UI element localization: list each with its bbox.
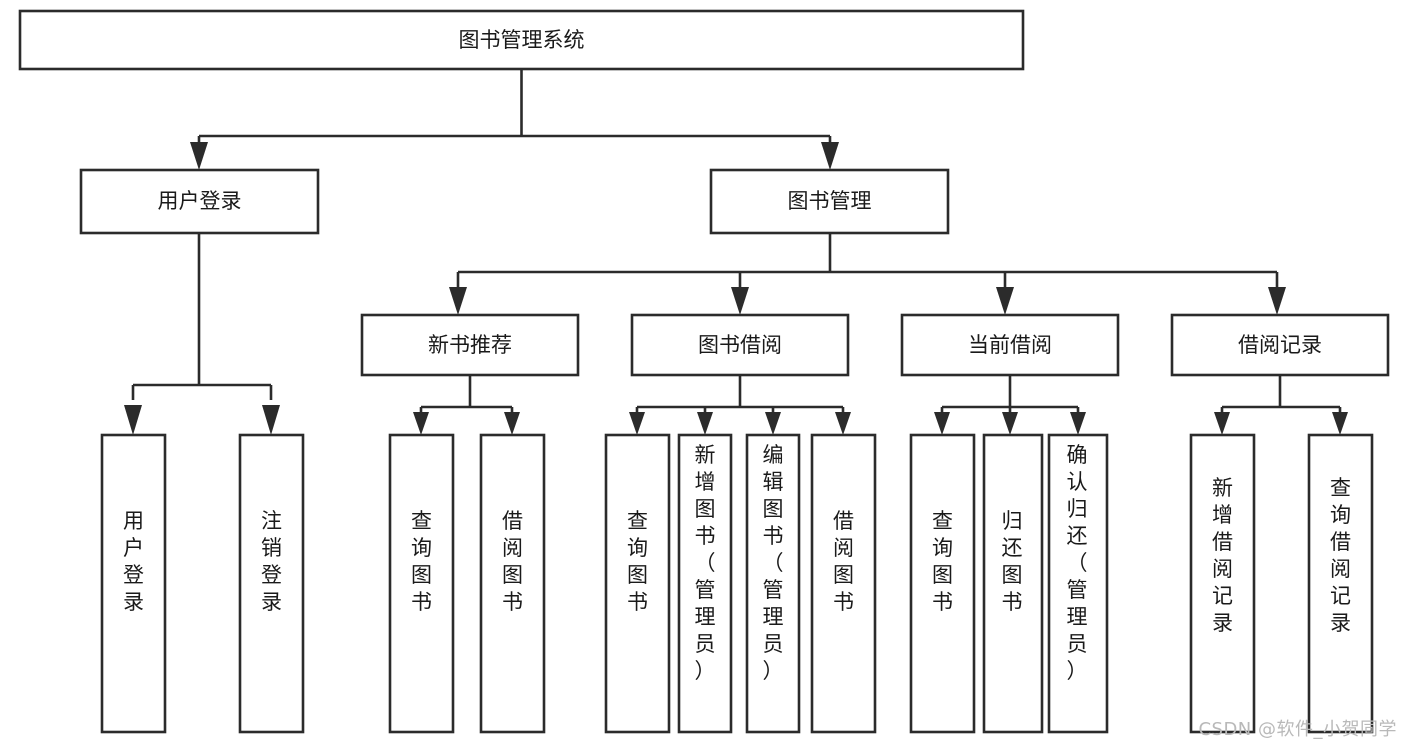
node-leaf-add-book-label: 新增图书（管理员） [695, 443, 716, 683]
node-leaf-user-logout[interactable]: 注销登录 [238, 433, 305, 734]
node-borrow-record[interactable]: 借阅记录 [1170, 313, 1390, 377]
node-root[interactable]: 图书管理系统 [18, 9, 1025, 71]
node-new-book-rec-box[interactable] [360, 313, 580, 377]
node-root-box[interactable] [18, 9, 1025, 71]
node-leaf-add-book-box[interactable] [677, 433, 733, 734]
edge-group-current-borrow [934, 375, 1086, 435]
edge-group-new-book-rec [413, 375, 520, 435]
arrowhead-leaf-user-logout [262, 405, 280, 435]
node-leaf-add-book[interactable]: 新增图书（管理员） [677, 433, 733, 734]
node-leaf-user-logout-label: 注销登录 [261, 509, 282, 614]
node-leaf-query-book-2[interactable]: 查询图书 [604, 433, 671, 734]
node-current-borrow-box[interactable] [900, 313, 1120, 377]
edge-group-user-login [124, 233, 280, 435]
node-leaf-user-login-label: 用户登录 [123, 509, 144, 614]
node-leaf-return-book-label: 归还图书 [1002, 509, 1023, 614]
node-borrow-record-box[interactable] [1170, 313, 1390, 377]
node-new-book-rec-label: 新书推荐 [428, 333, 512, 357]
node-book-borrow-box[interactable] [630, 313, 850, 377]
node-current-borrow-label: 当前借阅 [968, 333, 1052, 357]
arrowhead-leaf-borrow-book-2 [835, 412, 851, 435]
node-leaf-edit-book-label: 编辑图书（管理员） [763, 443, 784, 683]
arrowhead-leaf-query-book-2 [629, 412, 645, 435]
arrowhead-borrow-record [1268, 287, 1286, 315]
node-leaf-user-login-box[interactable] [100, 433, 167, 734]
arrowhead-leaf-query-book-3 [934, 412, 950, 435]
arrowhead-leaf-add-record [1214, 412, 1230, 435]
node-book-manage[interactable]: 图书管理 [709, 168, 950, 235]
arrowhead-new-book-rec [449, 287, 467, 315]
node-leaf-add-record-box[interactable] [1189, 433, 1256, 734]
node-leaf-user-login[interactable]: 用户登录 [100, 433, 167, 734]
node-leaf-confirm-return-box[interactable] [1047, 433, 1109, 734]
arrowhead-leaf-borrow-book-1 [504, 412, 520, 435]
node-leaf-borrow-book-1[interactable]: 借阅图书 [479, 433, 546, 734]
edge-group-borrow-record [1214, 375, 1348, 435]
node-leaf-edit-book[interactable]: 编辑图书（管理员） [745, 433, 801, 734]
arrowhead-leaf-add-book [697, 412, 713, 435]
node-leaf-query-book-3[interactable]: 查询图书 [909, 433, 976, 734]
node-leaf-query-book-2-label: 查询图书 [627, 509, 648, 614]
node-book-manage-label: 图书管理 [788, 189, 872, 213]
node-new-book-rec[interactable]: 新书推荐 [360, 313, 580, 377]
node-leaf-query-record-label: 查询借阅记录 [1330, 476, 1351, 635]
node-leaf-query-book-3-box[interactable] [909, 433, 976, 734]
arrowhead-current-borrow [996, 287, 1014, 315]
node-user-login-label: 用户登录 [158, 189, 242, 213]
node-leaf-return-book-box[interactable] [982, 433, 1044, 734]
node-leaf-query-book-1-box[interactable] [388, 433, 455, 734]
arrowhead-book-borrow [731, 287, 749, 315]
arrowhead-book-manage [821, 142, 839, 170]
node-leaf-query-book-2-box[interactable] [604, 433, 671, 734]
node-book-manage-box[interactable] [709, 168, 950, 235]
node-user-login-box[interactable] [79, 168, 320, 235]
arrowhead-leaf-user-login [124, 405, 142, 435]
node-leaf-query-book-3-label: 查询图书 [932, 509, 953, 614]
node-leaf-query-book-1-label: 查询图书 [411, 509, 432, 614]
arrowhead-leaf-query-record [1332, 412, 1348, 435]
node-book-borrow-label: 图书借阅 [698, 333, 782, 357]
node-borrow-record-label: 借阅记录 [1238, 333, 1322, 357]
csdn-watermark: CSDN @软件_小贺同学 [1198, 719, 1397, 740]
arrowhead-user-login [190, 142, 208, 170]
node-leaf-add-record-label: 新增借阅记录 [1212, 476, 1233, 635]
node-leaf-query-record-box[interactable] [1307, 433, 1374, 734]
node-leaf-return-book[interactable]: 归还图书 [982, 433, 1044, 734]
node-book-borrow[interactable]: 图书借阅 [630, 313, 850, 377]
edge-group-book-borrow [629, 375, 851, 435]
edge-group-root [190, 69, 839, 170]
arrowhead-leaf-query-book-1 [413, 412, 429, 435]
node-root-label: 图书管理系统 [459, 28, 585, 52]
node-leaf-user-logout-box[interactable] [238, 433, 305, 734]
node-leaf-edit-book-box[interactable] [745, 433, 801, 734]
node-leaf-borrow-book-2[interactable]: 借阅图书 [810, 433, 877, 734]
node-leaf-query-record[interactable]: 查询借阅记录 [1307, 433, 1374, 734]
node-leaf-add-record[interactable]: 新增借阅记录 [1189, 433, 1256, 734]
node-leaf-query-book-1[interactable]: 查询图书 [388, 433, 455, 734]
node-leaf-borrow-book-1-box[interactable] [479, 433, 546, 734]
node-leaf-borrow-book-2-box[interactable] [810, 433, 877, 734]
arrowhead-leaf-return-book [1002, 412, 1018, 435]
arrowhead-leaf-edit-book [765, 412, 781, 435]
node-leaf-borrow-book-2-label: 借阅图书 [833, 509, 854, 614]
node-current-borrow[interactable]: 当前借阅 [900, 313, 1120, 377]
node-leaf-confirm-return-label: 确认归还（管理员） [1067, 443, 1088, 683]
node-user-login[interactable]: 用户登录 [79, 168, 320, 235]
node-leaf-confirm-return[interactable]: 确认归还（管理员） [1047, 433, 1109, 734]
edge-group-book-manage [449, 233, 1286, 315]
arrowhead-leaf-confirm-return [1070, 412, 1086, 435]
node-leaf-borrow-book-1-label: 借阅图书 [502, 509, 523, 614]
